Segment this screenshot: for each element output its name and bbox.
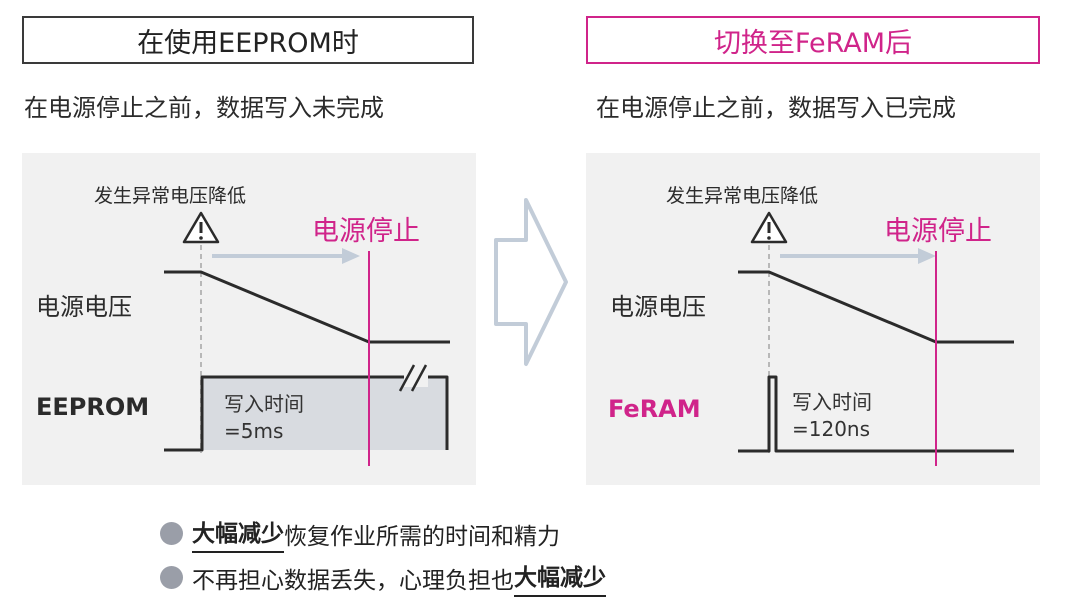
eeprom-timing-diagram: 发生异常电压降低 电源停止 电源电压 EEPROM 写入时间 =5ms bbox=[22, 153, 476, 485]
warning-triangle-icon bbox=[182, 211, 220, 244]
eeprom-header-text: 在使用EEPROM时 bbox=[137, 27, 359, 59]
benefit-bullet: 大幅减少 恢复作业所需的时间和精力 bbox=[160, 514, 560, 553]
eeprom-header: 在使用EEPROM时 bbox=[22, 16, 474, 64]
write-time-title: 写入时间 bbox=[792, 390, 872, 414]
feram-header: 切换至FeRAM后 bbox=[586, 16, 1040, 64]
feram-write-pulse bbox=[738, 375, 1014, 453]
feram-subtitle: 在电源停止之前，数据写入已完成 bbox=[596, 94, 956, 122]
voltage-drop-label: 发生异常电压降低 bbox=[666, 185, 819, 207]
eeprom-timing-graphic bbox=[164, 211, 450, 466]
eeprom-subtitle: 在电源停止之前，数据写入未完成 bbox=[24, 94, 384, 122]
benefit-text: 不再担心数据丢失，心理负担也 bbox=[192, 567, 514, 594]
benefit-bullet: 不再担心数据丢失，心理负担也 大幅减少 bbox=[160, 558, 606, 597]
write-time-value: =120ns bbox=[792, 417, 871, 441]
benefit-text: 恢复作业所需的时间和精力 bbox=[284, 523, 560, 550]
elapsed-time-arrow bbox=[780, 248, 936, 264]
write-time-annotation: 写入时间 =5ms bbox=[224, 391, 304, 445]
feram-timing-graphic bbox=[738, 211, 1014, 466]
power-stop-label: 电源停止 bbox=[312, 216, 420, 247]
bullet-dot-icon bbox=[160, 522, 183, 545]
write-time-annotation: 写入时间 =120ns bbox=[792, 389, 872, 443]
write-time-value: =5ms bbox=[224, 419, 284, 443]
voltage-trace bbox=[164, 270, 450, 344]
feram-timing-diagram: 发生异常电压降低 电源停止 电源电压 FeRAM 写入时间 =120ns bbox=[586, 153, 1040, 485]
double-slash-break-icon bbox=[398, 364, 428, 392]
write-time-title: 写入时间 bbox=[224, 392, 304, 416]
bullet-dot-icon bbox=[160, 566, 183, 589]
supply-voltage-label: 电源电压 bbox=[610, 293, 706, 321]
elapsed-time-arrow bbox=[212, 248, 360, 264]
power-stop-label: 电源停止 bbox=[884, 216, 992, 247]
eeprom-write-period-fill bbox=[202, 377, 447, 450]
benefit-emphasis: 大幅减少 bbox=[192, 514, 284, 553]
benefit-emphasis: 大幅减少 bbox=[514, 558, 606, 597]
feram-header-text: 切换至FeRAM后 bbox=[713, 27, 913, 59]
memory-type-label: FeRAM bbox=[608, 395, 701, 423]
warning-triangle-icon bbox=[750, 211, 788, 244]
eeprom-write-pulse bbox=[164, 375, 449, 452]
voltage-drop-label: 发生异常电压降低 bbox=[94, 185, 247, 207]
voltage-trace bbox=[738, 270, 1014, 344]
supply-voltage-label: 电源电压 bbox=[36, 293, 132, 321]
memory-type-label: EEPROM bbox=[36, 393, 150, 421]
right-arrow-icon bbox=[494, 198, 568, 366]
